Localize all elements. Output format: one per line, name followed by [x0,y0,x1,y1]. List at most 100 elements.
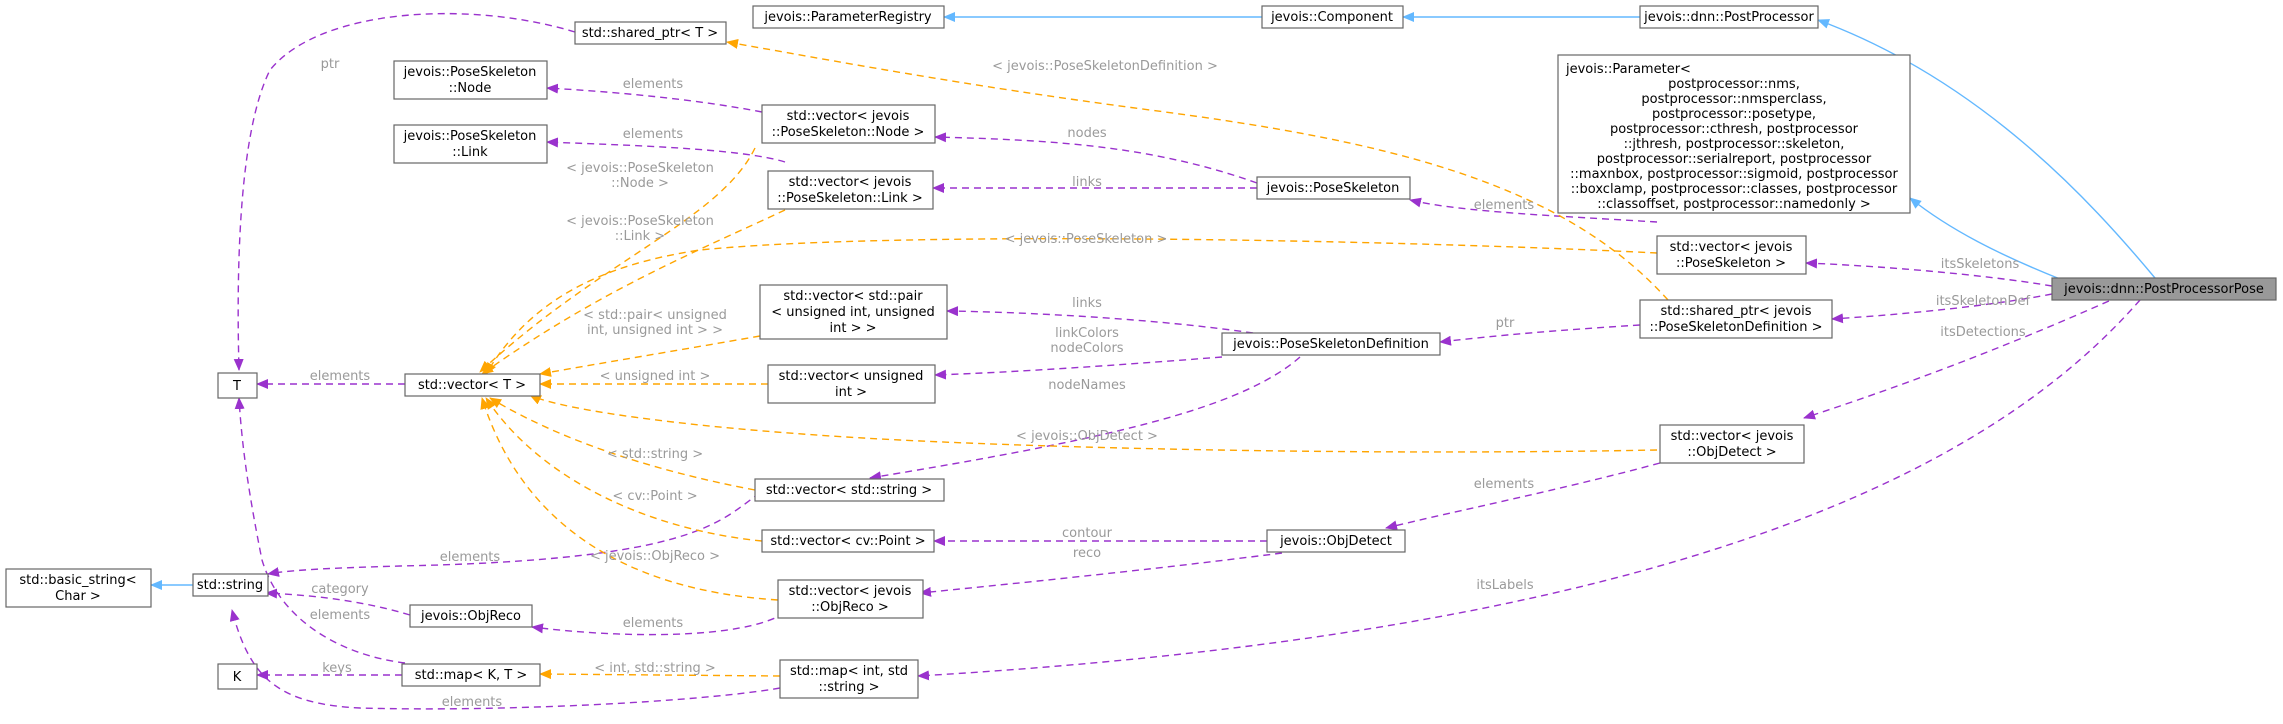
node-label: std::map< K, T > [415,668,528,683]
edge-labels: ptr elements elements nodes links < jevo… [310,57,2031,710]
node-parameter[interactable]: jevois::Parameter< postprocessor::nms, p… [1557,54,1911,214]
node-pose-skeleton-link[interactable]: jevois::PoseSkeleton ::Link [393,124,548,164]
node-postprocessor[interactable]: jevois::dnn::PostProcessor [1639,5,1819,29]
node-label: jevois::dnn::PostProcessor [1643,10,1814,25]
node-label: std::vector< cv::Point > [770,534,925,549]
label-contour: contour [1062,526,1113,541]
node-postprocessor-pose[interactable]: jevois::dnn::PostProcessorPose [2051,277,2277,301]
node-pose-skeleton-definition[interactable]: jevois::PoseSkeletonDefinition [1221,332,1441,356]
edge-category [265,588,411,616]
node-label-line-2: ::string > [818,680,879,695]
label-nodes: nodes [1067,126,1106,141]
node-pose-skeleton[interactable]: jevois::PoseSkeleton [1256,176,1411,200]
label-its-detections: itsDetections [1940,325,2026,340]
label-tmpl-pose-skeleton: < jevois::PoseSkeleton > [1005,232,1168,247]
node-vector-link[interactable]: std::vector< jevois ::PoseSkeleton::Link… [767,170,934,210]
node-obj-reco[interactable]: jevois::ObjReco [409,604,533,628]
edge-its-skeleton-def [1831,293,2053,324]
label-tmpl-point: < cv::Point > [612,489,697,504]
label-ptr-psd: ptr [1496,316,1515,331]
node-label-line-2: ::PoseSkeleton::Link > [777,191,922,206]
edge-tmpl-pose-skeleton [485,237,1658,375]
edge-tmpl-pair [539,335,761,377]
label-category: category [311,582,369,597]
node-label-line-1: std::shared_ptr< jevois [1660,304,1811,319]
label-elements-detect: elements [1474,477,1535,492]
node-vector-pair[interactable]: std::vector< std::pair < unsigned int, u… [759,284,948,340]
node-label-line-1: std::vector< unsigned [779,369,924,384]
node-label-line-9: ::boxclamp, postprocessor::classes, post… [1571,182,1898,197]
node-label-line-1: std::vector< jevois [789,175,912,190]
node-component[interactable]: jevois::Component [1261,5,1404,29]
node-map-int-string[interactable]: std::map< int, std ::string > [779,659,919,699]
node-label: std::string [197,578,263,593]
node-label-line-1: std::vector< jevois [1670,240,1793,255]
label-elements-string: elements [440,550,501,565]
edge-elements-map [229,609,781,710]
label-tmpl-uint: < unsigned int > [600,369,711,384]
edge-tmpl-int-string [539,669,781,680]
node-vector-point[interactable]: std::vector< cv::Point > [761,529,935,553]
node-label: std::shared_ptr< T > [582,26,718,41]
label-tmpl-link-2: ::Link > [615,229,665,244]
node-vector-uint[interactable]: std::vector< unsigned int > [767,364,936,404]
node-map-KT[interactable]: std::map< K, T > [401,663,541,687]
node-std-string[interactable]: std::string [192,573,269,597]
node-K[interactable]: K [217,663,258,690]
node-label-line-5: postprocessor::cthresh, postprocessor [1610,122,1859,137]
node-label-line-3: postprocessor::nmsperclass, [1641,92,1826,107]
node-shared-ptr-psd[interactable]: std::shared_ptr< jevois ::PoseSkeletonDe… [1639,299,1833,339]
node-label-line-2: < unsigned int, unsigned [771,305,935,320]
node-vector-obj-detect[interactable]: std::vector< jevois ::ObjDetect > [1659,424,1805,464]
node-vector-obj-reco[interactable]: std::vector< jevois ::ObjReco > [777,579,924,619]
node-label-line-2: ::Node [449,81,492,96]
label-tmpl-obj-detect: < jevois::ObjDetect > [1016,429,1158,444]
label-ptr-top: ptr [321,57,340,72]
node-label-line-2: int > [835,385,867,400]
node-label: jevois::ObjReco [420,609,521,624]
label-its-skeletons: itsSkeletons [1941,257,2020,272]
label-elements-node: elements [623,77,684,92]
node-shared-ptr-T[interactable]: std::shared_ptr< T > [574,21,727,45]
label-tmpl-node-2: ::Node > [611,176,669,191]
node-obj-detect[interactable]: jevois::ObjDetect [1266,529,1406,553]
label-link-colors-1: linkColors [1055,326,1119,341]
node-label-line-1: std::vector< std::pair [783,289,923,304]
label-its-labels: itsLabels [1476,578,1534,593]
node-basic-string[interactable]: std::basic_string< Char > [5,568,152,608]
node-parameter-registry[interactable]: jevois::ParameterRegistry [752,5,945,29]
label-tmpl-pair-1: < std::pair< unsigned [583,308,727,323]
label-tmpl-obj-reco: < jevois::ObjReco > [590,549,720,564]
node-vector-string[interactable]: std::vector< std::string > [754,478,945,502]
nodes: jevois::dnn::PostProcessorPose jevois::d… [5,5,2277,699]
node-pose-skeleton-node[interactable]: jevois::PoseSkeleton ::Node [393,60,548,100]
node-vector-node[interactable]: std::vector< jevois ::PoseSkeleton::Node… [761,104,936,144]
edge-pose-to-parameter [1909,197,2061,280]
edge-its-detections [1803,295,2121,420]
edge-tmpl-string [489,397,756,491]
node-vector-T[interactable]: std::vector< T > [404,373,541,397]
node-label-line-2: Char > [55,589,101,604]
node-label-line-4: postprocessor::posetype, [1652,107,1816,122]
node-T[interactable]: T [217,372,258,399]
label-tmpl-psd: < jevois::PoseSkeletonDefinition > [992,59,1218,74]
label-elements-T: elements [310,369,371,384]
edge-ptr-psd [1439,324,1641,346]
node-label-line-1: std::basic_string< [19,573,136,588]
edge-elements-string [267,492,761,577]
edge-pose-to-postprocessor [1817,19,2156,279]
edge-node-names [869,356,1301,482]
label-tmpl-string: < std::string > [607,447,703,462]
label-elements-map: elements [442,695,503,710]
label-elements-link: elements [623,127,684,142]
label-elements-reco-T: elements [310,608,371,623]
node-label: std::vector< std::string > [766,483,932,498]
node-label-line-2: ::Link [452,145,488,160]
edge-elements-skel [1409,197,1658,223]
label-keys: keys [322,661,352,676]
label-tmpl-int-string: < int, std::string > [594,661,715,676]
node-vector-pose-skeleton[interactable]: std::vector< jevois ::PoseSkeleton > [1656,235,1807,275]
edge-nodes [934,132,1258,184]
edge-reco [919,552,1283,597]
